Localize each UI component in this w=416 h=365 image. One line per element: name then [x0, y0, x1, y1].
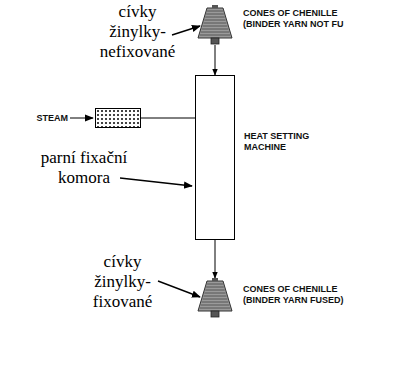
- callout-label: parní fixační komora: [28, 148, 140, 188]
- node-caption: CONES OF CHENILLE (BINDER YARN FUSED): [243, 284, 363, 306]
- yarn-winding: [204, 293, 225, 294]
- yarn-winding: [202, 302, 229, 303]
- yarn-winding: [206, 287, 224, 288]
- cone-body: [198, 8, 232, 38]
- yarn-winding: [206, 14, 224, 15]
- yarn-winding: [200, 35, 230, 36]
- cone-tube: [212, 5, 218, 8]
- yarn-cone: CONES OF CHENILLE (BINDER YARN FUSED): [197, 278, 233, 318]
- cone-tube: [211, 38, 219, 44]
- yarn-winding: [203, 26, 228, 27]
- heat-setting-machine: HEAT SETTING MACHINE: [195, 75, 235, 240]
- cone-tube: [212, 278, 218, 281]
- leader-arrow: [120, 178, 192, 186]
- cone-outline: [197, 5, 233, 45]
- flow-line: [215, 45, 216, 75]
- yarn-winding: [207, 284, 223, 285]
- leader-arrow: [172, 26, 200, 35]
- node-caption: CONES OF CHENILLE (BINDER YARN NOT FU: [243, 8, 353, 30]
- cone-body: [198, 281, 232, 311]
- flow-line: [215, 240, 216, 278]
- callout-label: cívky žinylky- nefixované: [95, 2, 180, 62]
- cone-outline: [197, 278, 233, 318]
- yarn-winding: [203, 299, 228, 300]
- leader-arrow: [158, 281, 200, 297]
- yarn-winding: [207, 11, 223, 12]
- yarn-winding: [201, 32, 229, 33]
- steam-inlet-line: [70, 118, 93, 119]
- yarn-winding: [202, 29, 229, 30]
- yarn-winding: [204, 23, 227, 24]
- node-caption: STEAM: [37, 113, 69, 124]
- yarn-winding: [201, 305, 229, 306]
- yarn-winding: [205, 17, 224, 18]
- yarn-winding: [204, 20, 225, 21]
- yarn-winding: [204, 296, 227, 297]
- callout-label: cívky žinylky- fixované: [80, 252, 165, 312]
- yarn-winding: [205, 290, 224, 291]
- cone-tube: [211, 311, 219, 317]
- yarn-cone: CONES OF CHENILLE (BINDER YARN NOT FU: [197, 5, 233, 45]
- node-caption: HEAT SETTING MACHINE: [244, 131, 324, 153]
- flow-line: [141, 118, 195, 119]
- steam-conditioner: STEAM: [95, 108, 141, 128]
- yarn-winding: [200, 308, 230, 309]
